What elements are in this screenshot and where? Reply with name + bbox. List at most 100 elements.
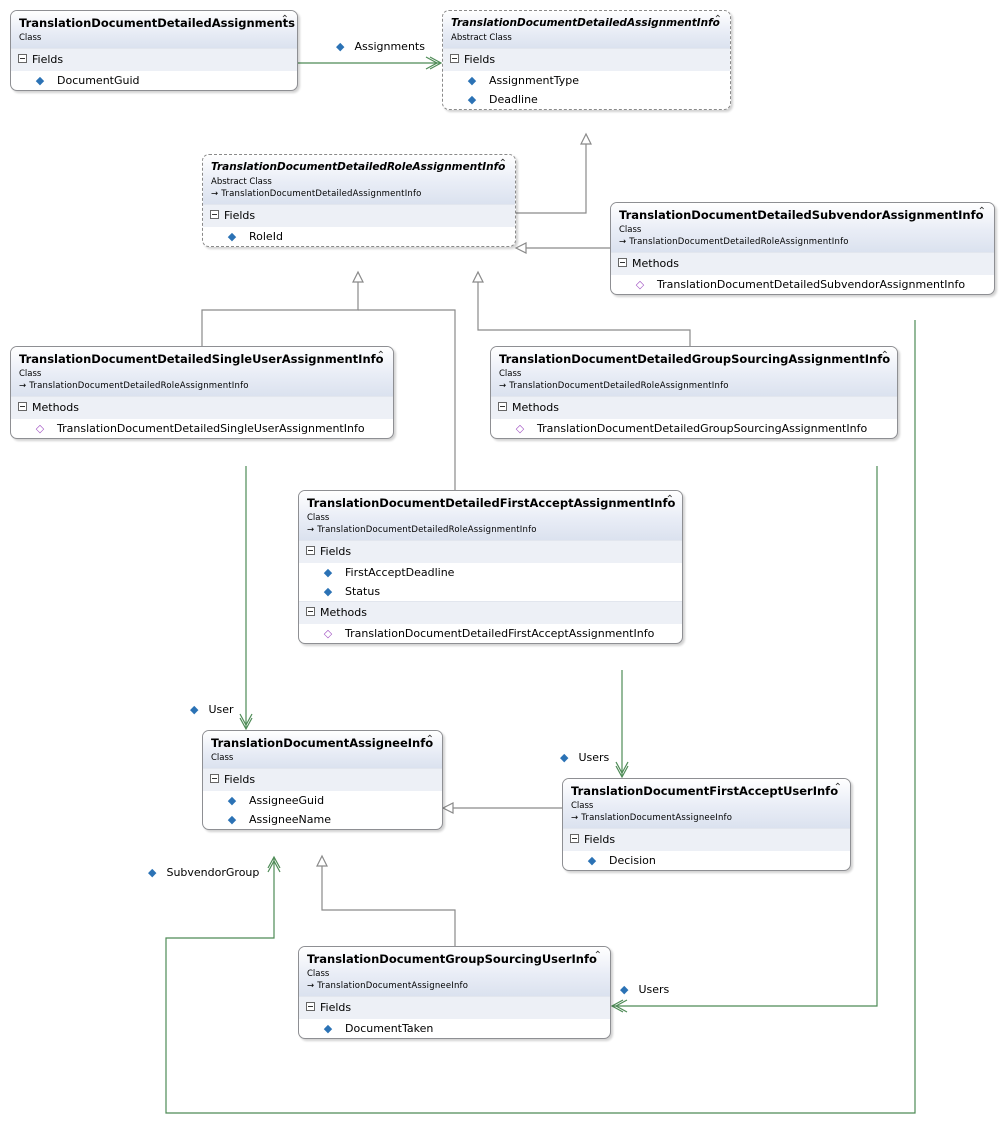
field-member[interactable]: ◆DocumentTaken [299,1019,610,1038]
field-member[interactable]: ◆Deadline [443,90,730,109]
collapse-section-icon[interactable] [18,402,27,411]
arrow-right-icon: → [307,525,318,535]
collapse-section-icon[interactable] [450,54,459,63]
member-name: Status [345,585,381,598]
section-title: Fields [320,545,352,558]
class-box-group-sourcing-user[interactable]: TranslationDocumentGroupSourcingUserInfo… [298,946,611,1039]
class-box-role-assignment[interactable]: TranslationDocumentDetailedRoleAssignmen… [202,154,516,247]
class-name: TranslationDocumentGroupSourcingUserInfo [307,952,597,966]
collapse-section-icon[interactable] [18,54,27,63]
class-box-assignment-info[interactable]: TranslationDocumentDetailedAssignmentInf… [442,10,731,110]
inheritance-arrow-icon [472,270,484,283]
field-member[interactable]: ◆DocumentGuid [11,71,297,90]
chevron-up-icon[interactable]: ⌃ [593,950,602,961]
inheritance-arrow-icon [580,132,592,145]
section-title: Fields [584,833,616,846]
class-name: TranslationDocumentDetailedSingleUserAss… [19,352,384,366]
section-header-fields[interactable]: Fields [443,48,730,71]
base-class-name: TranslationDocumentDetailedRoleAssignmen… [509,381,729,391]
field-icon: ◆ [467,74,477,87]
member-name: AssignmentType [489,74,580,87]
chevron-up-icon[interactable]: ⌃ [425,734,434,745]
section-header-fields[interactable]: Fields [203,768,442,791]
base-class-name: TranslationDocumentDetailedAssignmentInf… [221,189,422,199]
collapse-section-icon[interactable] [570,834,579,843]
member-name: TranslationDocumentDetailedGroupSourcing… [537,422,868,435]
class-box-single-user[interactable]: TranslationDocumentDetailedSingleUserAss… [10,346,394,439]
class-box-first-accept[interactable]: TranslationDocumentDetailedFirstAcceptAs… [298,490,683,644]
section-title: Methods [320,606,367,619]
class-name: TranslationDocumentAssigneeInfo [211,736,434,750]
association-line-users-group [613,466,878,1007]
base-class: → TranslationDocumentDetailedRoleAssignm… [19,380,367,392]
field-member[interactable]: ◆FirstAcceptDeadline [299,563,682,582]
member-name: AssigneeGuid [249,794,325,807]
collapse-section-icon[interactable] [618,258,627,267]
chevron-up-icon[interactable]: ⌃ [880,350,889,361]
section-header-fields[interactable]: Fields [563,828,850,851]
field-member[interactable]: ◆ AssignmentType [443,71,730,90]
class-name: TranslationDocumentDetailedAssignments [19,16,295,30]
field-icon: ◆ [227,813,237,826]
section-header-methods[interactable]: Methods [611,252,994,275]
section-header-methods[interactable]: Methods [11,396,393,419]
field-member[interactable]: ◆AssigneeGuid [203,791,442,810]
section-header-methods[interactable]: Methods [491,396,897,419]
section-header-methods[interactable]: Methods [299,601,682,624]
field-member[interactable]: ◆Status [299,582,682,601]
inheritance-line-group-sourcing-to-role [477,282,691,346]
base-class: → TranslationDocumentAssigneeInfo [571,812,824,824]
field-member[interactable]: ◆Decision [563,851,850,870]
chevron-up-icon[interactable]: ⌃ [713,14,722,25]
arrow-right-icon: → [307,981,318,991]
collapse-section-icon[interactable] [210,210,219,219]
member-name: TranslationDocumentDetailedFirstAcceptAs… [345,627,655,640]
chevron-up-icon[interactable]: ⌃ [977,206,986,217]
section-title: Methods [632,257,679,270]
field-member[interactable]: ◆AssigneeName [203,810,442,829]
method-member[interactable]: ◇TranslationDocumentDetailedGroupSourcin… [491,419,897,438]
association-name: Users [638,983,670,996]
method-member[interactable]: ◇TranslationDocumentDetailedFirstAcceptA… [299,624,682,643]
section-header-fields[interactable]: Fields [203,204,515,227]
class-name: TranslationDocumentDetailedSubvendorAssi… [619,208,984,222]
inheritance-arrow-icon [514,242,527,254]
association-name: User [208,703,234,716]
collapse-section-icon[interactable] [306,1002,315,1011]
section-title: Fields [32,53,64,66]
member-name: TranslationDocumentDetailedSubvendorAssi… [657,278,966,291]
inheritance-arrow-icon [441,802,454,814]
base-class-name: TranslationDocumentAssigneeInfo [317,981,469,991]
section-title: Methods [32,401,79,414]
field-icon: ◆ [336,40,345,53]
chevron-up-icon[interactable]: ⌃ [376,350,385,361]
base-class: → TranslationDocumentDetailedRoleAssignm… [307,524,656,536]
collapse-section-icon[interactable] [498,402,507,411]
chevron-up-icon[interactable]: ⌃ [498,158,507,169]
collapse-section-icon[interactable] [306,607,315,616]
class-name: TranslationDocumentFirstAcceptUserInfo [571,784,839,798]
method-member[interactable]: ◇TranslationDocumentDetailedSingleUserAs… [11,419,393,438]
chevron-up-icon[interactable]: ⌃ [665,494,674,505]
method-member[interactable]: ◇TranslationDocumentDetailedSubvendorAss… [611,275,994,294]
chevron-up-icon[interactable]: ⌃ [833,782,842,793]
class-kind: Abstract Class [451,33,512,43]
class-header: TranslationDocumentDetailedAssignmentInf… [443,11,730,48]
collapse-section-icon[interactable] [306,546,315,555]
class-box-subvendor[interactable]: TranslationDocumentDetailedSubvendorAssi… [610,202,995,295]
inheritance-arrow-icon [316,854,328,867]
section-header-fields[interactable]: Fields [299,996,610,1019]
collapse-section-icon[interactable] [210,774,219,783]
class-kind: Abstract Class [211,177,272,187]
chevron-up-icon[interactable]: ⌃ [280,14,289,25]
field-member[interactable]: ◆RoleId [203,227,515,246]
base-class-name: TranslationDocumentDetailedRoleAssignmen… [629,237,849,247]
association-label-users-group: ◆Users [620,983,669,997]
section-header-fields[interactable]: Fields [299,540,682,563]
section-header-fields[interactable]: Fields [11,48,297,71]
class-box-group-sourcing[interactable]: TranslationDocumentDetailedGroupSourcing… [490,346,898,439]
